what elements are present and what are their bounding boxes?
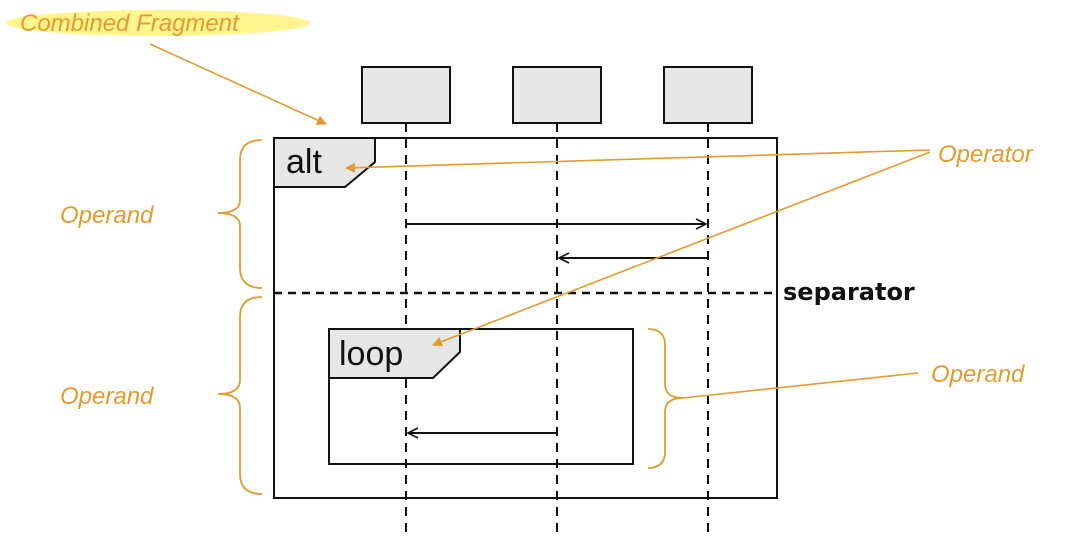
operator-pointer-alt — [345, 149, 931, 173]
lifeline-head-2 — [512, 66, 602, 124]
combined-fragment-pointer — [149, 43, 327, 125]
lifeline-head-3 — [663, 66, 753, 124]
operator-label: Operator — [938, 141, 1034, 168]
operand-bottom-brace — [217, 296, 263, 495]
operand-bottom-label: Operand — [60, 383, 154, 410]
operand-loop-brace — [647, 328, 684, 469]
operand-top-label: Operand — [60, 202, 154, 229]
label-highlight — [6, 10, 310, 36]
alt-fragment-frame — [273, 137, 778, 499]
alt-operator-label: alt — [286, 143, 322, 181]
loop-operator-tab — [328, 328, 461, 379]
alt-operator-tab — [273, 137, 376, 188]
lifeline-head-1 — [361, 66, 451, 124]
loop-operator-label: loop — [339, 335, 403, 373]
operand-right-label: Operand — [931, 361, 1025, 388]
separator-label: separator — [783, 278, 915, 306]
operator-pointer-loop — [432, 151, 931, 347]
combined-fragment-label: Combined Fragment — [20, 10, 240, 37]
loop-fragment-frame — [328, 328, 634, 465]
operand-loop-pointer — [682, 372, 919, 399]
operand-top-brace — [217, 139, 263, 289]
